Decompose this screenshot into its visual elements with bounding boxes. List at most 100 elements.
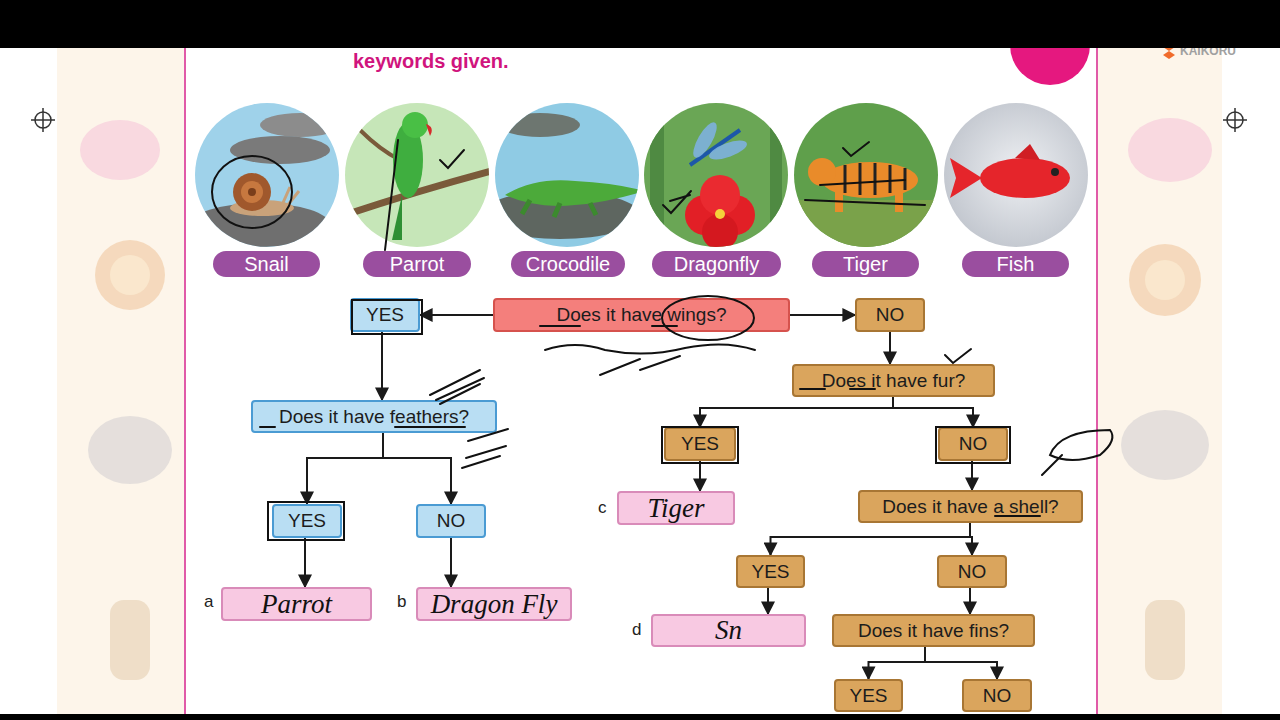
node-text: Sn <box>715 615 742 646</box>
animal-label: Parrot <box>363 251 471 277</box>
flow-arrow <box>925 647 997 679</box>
node-text: NO <box>959 433 988 455</box>
instruction-text: keywords given. <box>353 50 509 73</box>
node-text: NO <box>983 685 1012 707</box>
node-text: Parrot <box>261 589 332 620</box>
node-text: Tiger <box>843 253 888 276</box>
animal-label: Crocodile <box>511 251 625 277</box>
registration-mark <box>1223 108 1247 132</box>
hippo-watermark <box>80 120 160 180</box>
item-letter: b <box>397 592 406 612</box>
node-text: YES <box>681 433 719 455</box>
flow-arrow <box>970 523 972 555</box>
answer-box: YES <box>350 298 420 332</box>
item-letter: c <box>598 498 607 518</box>
flow-arrow <box>450 538 452 587</box>
flow-arrow <box>307 433 383 504</box>
animal-label: Snail <box>213 251 320 277</box>
page-border <box>1096 48 1098 720</box>
deer-watermark <box>110 600 150 680</box>
flow-arrow <box>381 332 383 400</box>
answer-box: NO <box>855 298 925 332</box>
answer-box: YES <box>736 555 805 588</box>
side-panel <box>57 48 185 720</box>
hippo-watermark <box>1128 118 1212 182</box>
flow-arrow <box>969 588 971 614</box>
node-text: YES <box>366 304 404 326</box>
node-text: YES <box>751 561 789 583</box>
flow-arrow <box>699 461 701 491</box>
deer-watermark <box>1145 600 1185 680</box>
snail-illustration <box>190 100 350 260</box>
elephant-watermark <box>88 416 172 484</box>
scribble <box>545 344 755 375</box>
flow-arrow <box>889 332 891 364</box>
animal-label: Dragonfly <box>652 251 781 277</box>
node-text: YES <box>288 510 326 532</box>
node-text: Crocodile <box>526 253 610 276</box>
node-text: Does it have fins? <box>858 620 1009 642</box>
fish-illustration <box>940 100 1100 260</box>
question-box: Does it have fins? <box>832 614 1035 647</box>
tiger-illustration <box>790 100 950 260</box>
lion-face <box>1145 260 1185 300</box>
animal-label: Tiger <box>812 251 919 277</box>
answer-box: NO <box>938 427 1008 461</box>
flow-arrow <box>893 397 973 427</box>
flow-arrow <box>767 588 769 614</box>
lion-watermark <box>95 240 165 310</box>
video-bar <box>0 714 1280 720</box>
question-box: Does it have feathers? <box>251 400 497 433</box>
flow-arrow <box>790 314 855 316</box>
answer-box: NO <box>962 679 1032 712</box>
page-border <box>184 48 186 720</box>
lion-watermark <box>1129 244 1201 316</box>
node-text: Does it have feathers? <box>279 406 469 428</box>
shell-sketch <box>1050 430 1112 460</box>
answer-box: YES <box>664 427 736 461</box>
answer-box: YES <box>272 504 342 538</box>
question-box: Does it have wings? <box>493 298 790 332</box>
node-text: Does it have wings? <box>556 304 726 326</box>
flow-arrow <box>304 538 306 587</box>
flow-arrow <box>700 397 893 427</box>
lion-face <box>110 255 150 295</box>
circle-mark <box>662 296 754 340</box>
question-box: Does it have fur? <box>792 364 995 397</box>
side-panel <box>1097 48 1222 720</box>
node-text: NO <box>437 510 466 532</box>
node-text: Snail <box>244 253 288 276</box>
box-retrace <box>268 300 1010 540</box>
answer-box: YES <box>834 679 903 712</box>
answer-slot: Dragon Fly <box>416 587 572 621</box>
item-letter: a <box>204 592 213 612</box>
check-mark <box>945 349 1062 475</box>
node-text: NO <box>958 561 987 583</box>
check-mark <box>385 140 464 250</box>
answer-slot: Parrot <box>221 587 372 621</box>
flow-arrow <box>771 523 971 555</box>
node-text: Parrot <box>390 253 444 276</box>
node-text: Dragonfly <box>674 253 760 276</box>
answer-slot: Tiger <box>617 491 735 525</box>
animal-label: Fish <box>962 251 1069 277</box>
answer-slot: Sn <box>651 614 806 647</box>
flow-arrow <box>869 647 926 679</box>
handwritten-marks <box>212 140 1112 540</box>
node-text: Tiger <box>647 493 704 524</box>
flow-arrow <box>971 461 973 490</box>
node-text: Does it have fur? <box>822 370 966 392</box>
video-bar <box>0 0 1280 48</box>
node-text: Dragon Fly <box>431 589 558 620</box>
check-mark <box>663 191 691 213</box>
question-box: Does it have a shell? <box>858 490 1083 523</box>
answer-box: NO <box>416 504 486 538</box>
parrot-illustration <box>340 100 500 260</box>
dragonfly-illustration <box>640 100 800 260</box>
